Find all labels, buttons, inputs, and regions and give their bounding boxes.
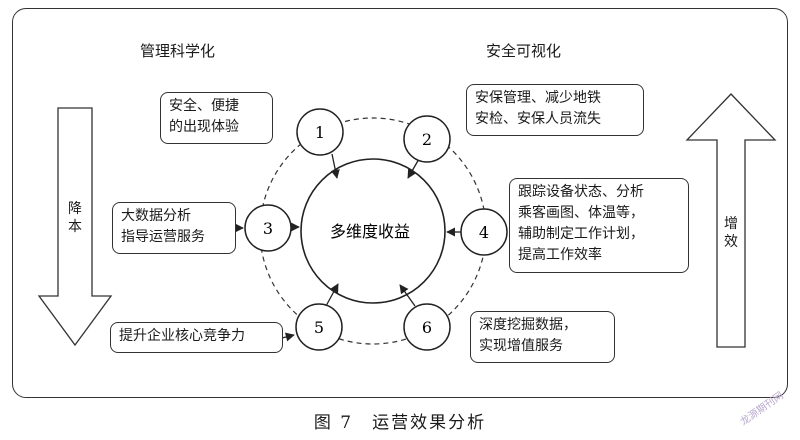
box-3-line-1: 大数据分析 xyxy=(121,208,191,224)
box-4-line-4: 提高工作效率 xyxy=(518,247,602,263)
box-2-line-1: 安保管理、减少地铁 xyxy=(475,90,601,106)
box-5: 提升企业核心竞争力 xyxy=(110,322,283,353)
box-1: 安全、便捷 的出现体验 xyxy=(160,92,273,144)
left-down-arrow xyxy=(37,107,113,347)
box-6-line-1: 深度挖掘数据， xyxy=(479,317,577,333)
right-arrow-label: 增 效 xyxy=(723,215,739,251)
node-4-label: 4 xyxy=(479,223,489,242)
box-6-line-2: 实现增值服务 xyxy=(479,338,563,354)
node-4: 4 xyxy=(460,208,508,256)
right-up-arrow xyxy=(685,93,777,348)
box-5-line-1: 提升企业核心竞争力 xyxy=(119,328,245,344)
node-1: 1 xyxy=(296,108,344,156)
center-circle xyxy=(300,158,446,304)
node-5-label: 5 xyxy=(314,318,324,337)
box-4-line-2: 乘客画图、体温等， xyxy=(518,205,644,221)
node-3-label: 3 xyxy=(263,219,273,238)
heading-right: 安全可视化 xyxy=(486,42,562,60)
box-4: 跟踪设备状态、分析 乘客画图、体温等， 辅助制定工作计划， 提高工作效率 xyxy=(509,178,689,273)
left-arrow-label: 降 本 xyxy=(67,200,83,236)
node-6: 6 xyxy=(403,303,451,351)
outer-frame xyxy=(12,8,788,398)
box-3: 大数据分析 指导运营服务 xyxy=(112,202,236,254)
box-3-line-2: 指导运营服务 xyxy=(121,229,205,245)
left-arrow-label-char-1: 降 xyxy=(68,201,82,217)
heading-left: 管理科学化 xyxy=(140,42,216,60)
node-2: 2 xyxy=(403,115,451,163)
center-label: 多维度收益 xyxy=(330,222,410,241)
figure-caption: 图 7 运营效果分析 xyxy=(313,413,487,433)
arrow-node-1 xyxy=(330,153,340,179)
node-1-label: 1 xyxy=(315,123,325,142)
box-2: 安保管理、减少地铁 安检、安保人员流失 xyxy=(466,84,644,136)
box-1-line-1: 安全、便捷 xyxy=(169,98,239,114)
left-arrow-label-char-2: 本 xyxy=(68,219,82,235)
box-2-line-2: 安检、安保人员流失 xyxy=(475,111,601,127)
connector-box5-node5 xyxy=(281,332,295,342)
box-connectors xyxy=(234,223,295,342)
box-6: 深度挖掘数据， 实现增值服务 xyxy=(470,311,615,363)
node-2-label: 2 xyxy=(422,130,432,149)
box-1-line-2: 的出现体验 xyxy=(169,119,239,135)
box-4-line-1: 跟踪设备状态、分析 xyxy=(518,184,644,200)
right-arrow-label-char-1: 增 xyxy=(724,216,738,232)
node-6-label: 6 xyxy=(422,318,432,337)
box-4-line-3: 辅助制定工作计划， xyxy=(518,226,644,242)
node-3: 3 xyxy=(244,204,292,252)
node-5: 5 xyxy=(295,303,343,351)
right-arrow-label-char-2: 效 xyxy=(724,234,738,250)
arrow-node-5 xyxy=(325,283,339,307)
arrow-node-6 xyxy=(399,284,416,307)
